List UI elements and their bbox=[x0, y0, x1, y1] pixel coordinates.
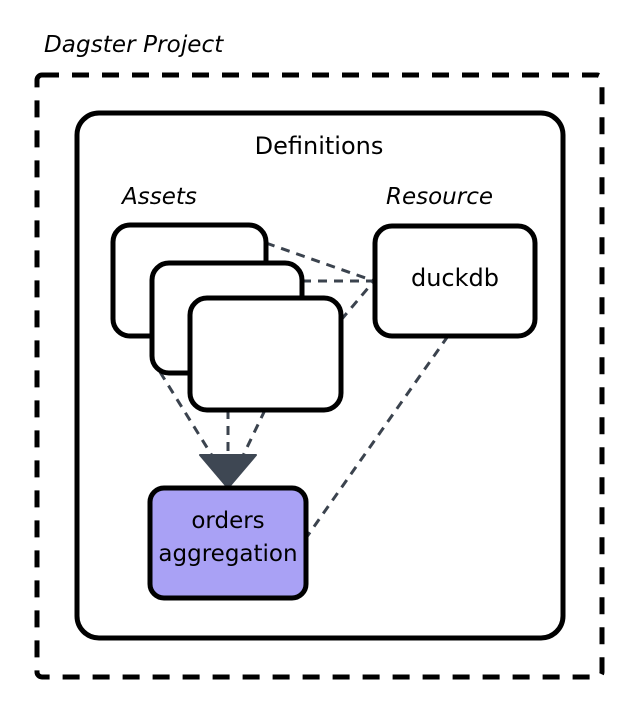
project-boundary bbox=[34, 72, 605, 680]
edges-assets-to-orders bbox=[158, 371, 267, 463]
orders-aggregation-node[interactable] bbox=[147, 485, 309, 601]
duckdb-node[interactable] bbox=[372, 223, 538, 339]
asset-card-3[interactable] bbox=[187, 295, 344, 413]
edges-assets-to-duckdb bbox=[265, 241, 376, 321]
arrowhead-icon bbox=[199, 454, 257, 489]
edge-asset1-duckdb bbox=[265, 241, 375, 283]
edge-asset1-orders bbox=[158, 371, 218, 463]
edge-asset3-orders bbox=[238, 409, 267, 463]
edge-asset3-duckdb bbox=[339, 280, 376, 321]
